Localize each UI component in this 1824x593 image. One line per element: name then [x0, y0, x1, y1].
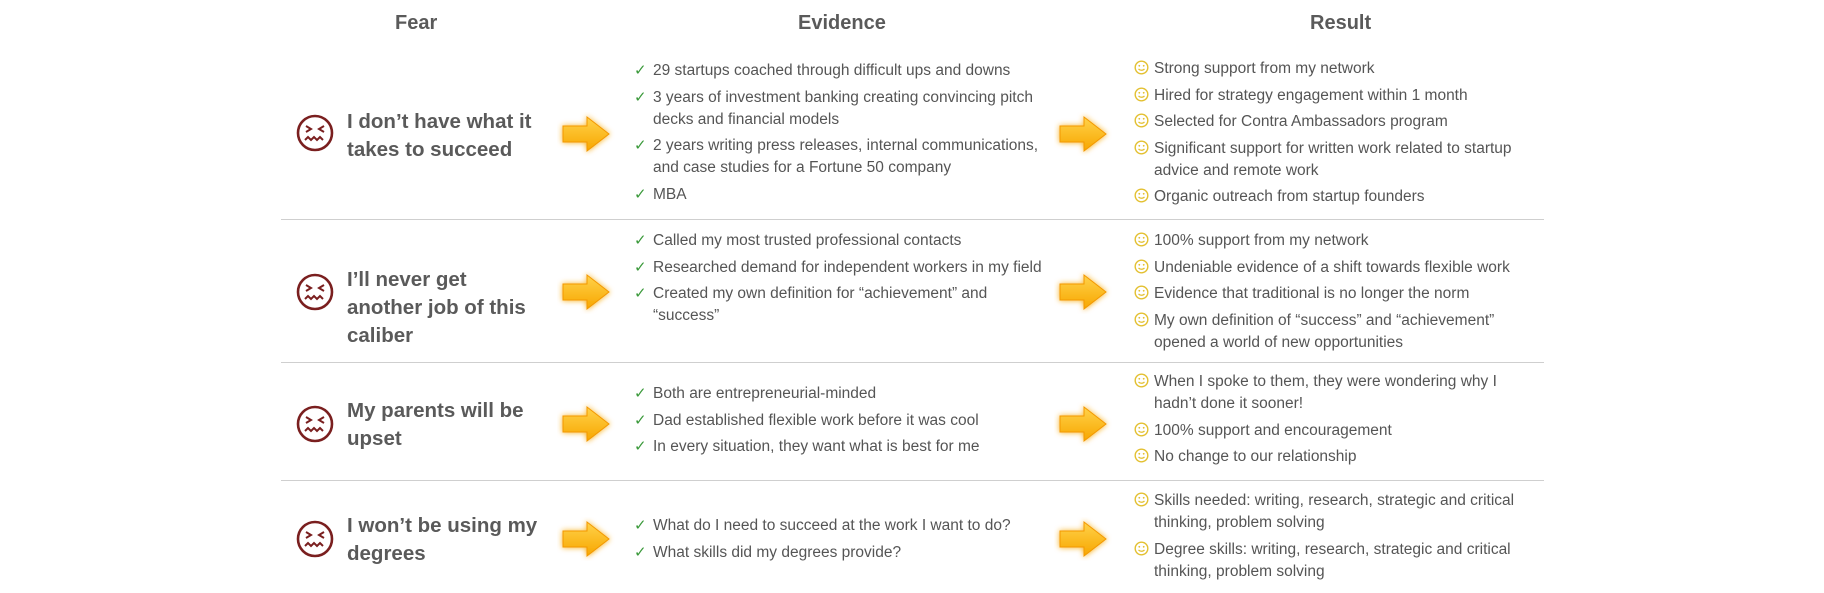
result-list: Skills needed: writing, research, strate…	[1134, 490, 1534, 587]
evidence-list: ✓Both are entrepreneurial-minded ✓Dad es…	[633, 383, 1051, 463]
sad-face-icon	[296, 114, 334, 152]
result-item: Undeniable evidence of a shift towards f…	[1134, 257, 1534, 279]
evidence-list: ✓29 startups coached through difficult u…	[633, 60, 1051, 210]
evidence-item: ✓2 years writing press releases, interna…	[634, 137, 1039, 176]
result-item: Evidence that traditional is no longer t…	[1134, 283, 1534, 305]
evidence-item: ✓Created my own definition for “achievem…	[634, 285, 988, 324]
fear-text: I’ll never get another job of this calib…	[347, 268, 526, 347]
evidence-item: ✓What do I need to succeed at the work I…	[633, 515, 1051, 537]
fear-row-2: I’ll never get another job of this calib…	[281, 220, 1544, 363]
column-header-fear: Fear	[395, 12, 438, 34]
result-list: 100% support from my network Undeniable …	[1134, 230, 1534, 358]
orange-arrow-icon	[562, 115, 610, 153]
smiley-icon	[1134, 540, 1149, 556]
result-item: Hired for strategy engagement within 1 m…	[1134, 85, 1534, 107]
orange-arrow-icon	[1059, 405, 1107, 443]
smiley-icon	[1134, 421, 1149, 437]
result-list: When I spoke to them, they were wonderin…	[1134, 371, 1534, 473]
smiley-icon	[1134, 373, 1149, 388]
smiley-icon	[1134, 139, 1149, 155]
checkmark-icon: ✓	[634, 258, 647, 276]
evidence-item: ✓Called my most trusted professional con…	[633, 230, 1051, 252]
smiley-icon	[1134, 60, 1149, 75]
evidence-item: ✓Researched demand for independent worke…	[633, 257, 1051, 279]
sad-face-icon	[296, 273, 334, 311]
result-item: 100% support and encouragement	[1134, 420, 1534, 442]
result-item: Strong support from my network	[1134, 58, 1534, 80]
evidence-list: ✓What do I need to succeed at the work I…	[633, 515, 1051, 568]
sad-face-icon	[296, 405, 334, 443]
checkmark-icon: ✓	[634, 543, 647, 561]
checkmark-icon: ✓	[634, 517, 647, 534]
evidence-item: ✓What skills did my degrees provide?	[633, 542, 1051, 564]
smiley-icon	[1134, 258, 1149, 274]
result-item: Significant support for written work rel…	[1134, 138, 1534, 182]
result-item: No change to our relationship	[1134, 446, 1534, 468]
evidence-item: ✓Both are entrepreneurial-minded	[633, 383, 1051, 405]
result-item: Skills needed: writing, research, strate…	[1134, 490, 1534, 534]
checkmark-icon: ✓	[634, 438, 647, 455]
sad-face-icon	[296, 520, 334, 558]
fear-text: My parents will be upset	[347, 399, 524, 450]
evidence-item: ✓3 years of investment banking creating …	[634, 88, 1033, 128]
checkmark-icon: ✓	[634, 285, 647, 302]
checkmark-icon: ✓	[634, 232, 647, 249]
fear-row-1: I don’t have what it takes to succeed ✓2…	[281, 56, 1544, 220]
result-item: 100% support from my network	[1134, 230, 1534, 252]
smiley-icon	[1134, 285, 1149, 300]
orange-arrow-icon	[1059, 273, 1107, 311]
smiley-icon	[1134, 188, 1149, 203]
fear-text: I won’t be using my degrees	[347, 514, 538, 565]
evidence-item: ✓Dad established flexible work before it…	[633, 410, 1051, 432]
checkmark-icon: ✓	[634, 88, 647, 106]
column-header-evidence: Evidence	[798, 12, 886, 34]
fear-text: I don’t have what it takes to succeed	[347, 110, 532, 161]
evidence-item: ✓29 startups coached through difficult u…	[633, 60, 1051, 82]
orange-arrow-icon	[1059, 115, 1107, 153]
result-item: Degree skills: writing, research, strate…	[1134, 539, 1534, 583]
checkmark-icon: ✓	[634, 385, 647, 402]
result-item: Selected for Contra Ambassadors program	[1134, 111, 1534, 133]
checkmark-icon: ✓	[634, 185, 647, 203]
evidence-item: ✓In every situation, they want what is b…	[633, 436, 1051, 458]
fear-row-3: My parents will be upset ✓Both are entre…	[281, 364, 1544, 481]
smiley-icon	[1134, 492, 1149, 507]
orange-arrow-icon	[562, 520, 610, 558]
fear-row-4: I won’t be using my degrees ✓What do I n…	[281, 482, 1544, 590]
smiley-icon	[1134, 448, 1149, 463]
column-header-result: Result	[1310, 12, 1372, 34]
checkmark-icon: ✓	[634, 137, 647, 154]
orange-arrow-icon	[562, 405, 610, 443]
result-item: My own definition of “success” and “achi…	[1134, 310, 1534, 354]
smiley-icon	[1134, 232, 1149, 247]
result-item: Organic outreach from startup founders	[1134, 186, 1534, 208]
evidence-list: ✓Called my most trusted professional con…	[633, 230, 1051, 332]
result-list: Strong support from my network Hired for…	[1134, 58, 1534, 213]
result-item: When I spoke to them, they were wonderin…	[1134, 371, 1534, 415]
smiley-icon	[1134, 113, 1149, 128]
evidence-item: ✓MBA	[633, 184, 1051, 206]
smiley-icon	[1134, 86, 1149, 102]
checkmark-icon: ✓	[634, 62, 647, 79]
checkmark-icon: ✓	[634, 411, 647, 429]
orange-arrow-icon	[1059, 520, 1107, 558]
smiley-icon	[1134, 311, 1149, 327]
orange-arrow-icon	[562, 273, 610, 311]
